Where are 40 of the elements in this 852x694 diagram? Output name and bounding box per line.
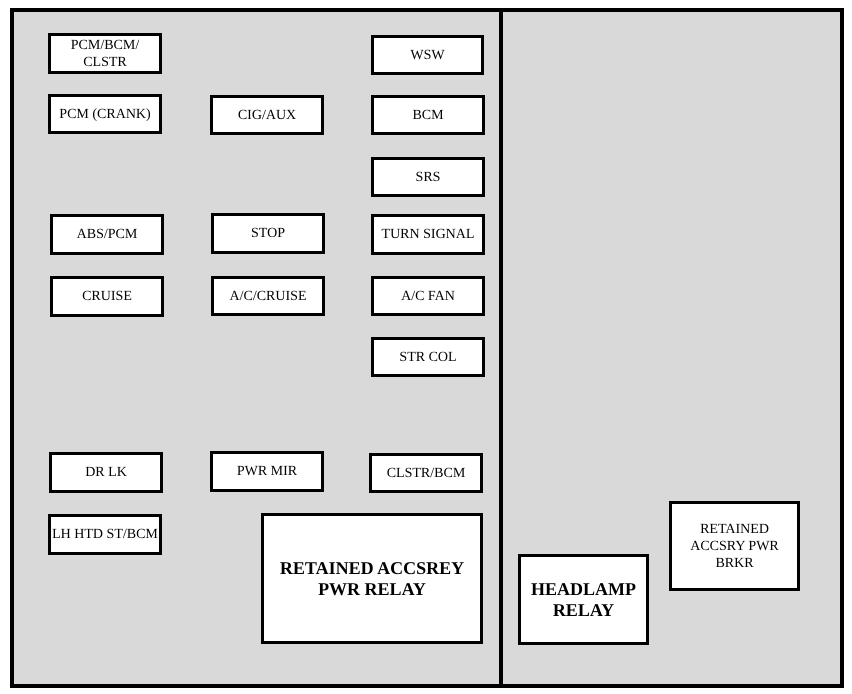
fuse-box <box>48 33 162 74</box>
fuse-label: CRUISE <box>82 288 132 305</box>
fuse-box <box>48 514 162 555</box>
fuse-box <box>48 94 162 134</box>
fuse-box <box>371 95 485 135</box>
fuse-box <box>210 95 324 135</box>
fuse-label: SRS <box>416 168 440 186</box>
fuse-box <box>50 214 164 255</box>
relay-label: RETAINED ACCSREY PWR RELAY <box>278 558 466 600</box>
fuse-box <box>369 453 483 493</box>
fuse-label: ABS/PCM <box>76 226 138 243</box>
fuse-box <box>210 451 324 492</box>
fuse-label: PCM/BCM/ CLSTR <box>70 36 140 70</box>
fuse-box <box>669 501 800 591</box>
fuse-label: CLSTR/BCM <box>386 464 466 482</box>
fuse-label: PCM (CRANK) <box>59 106 151 122</box>
fuse-label: CIG/AUX <box>238 106 296 124</box>
fuse-label: TURN SIGNAL <box>382 226 474 243</box>
relay-box <box>261 513 483 644</box>
fuse-label: RETAINED ACCSRY PWR BRKR <box>689 520 780 572</box>
fuse-label: A/C/CRUISE <box>229 288 306 304</box>
fuse-label: PWR MIR <box>236 463 298 480</box>
fuse-box <box>371 157 485 197</box>
fuse-label: STR COL <box>399 348 457 366</box>
fuse-label: LH HTD ST/BCM <box>52 526 158 543</box>
fuse-label: DR LK <box>85 464 127 481</box>
relay-box <box>518 554 649 645</box>
fuse-box <box>371 214 485 255</box>
fuse-box <box>50 276 164 317</box>
fuse-box <box>211 213 325 254</box>
fuse-label: BCM <box>412 106 444 124</box>
fuse-label: A/C FAN <box>401 288 455 304</box>
fuse-box <box>371 276 485 316</box>
fuse-box <box>371 35 484 75</box>
fuse-box <box>371 337 485 377</box>
fuse-label: WSW <box>410 46 445 64</box>
fuse-box <box>211 276 325 316</box>
fuse-label: STOP <box>251 225 285 242</box>
relay-label: HEADLAMP RELAY <box>530 578 637 620</box>
fuse-box <box>49 452 163 493</box>
